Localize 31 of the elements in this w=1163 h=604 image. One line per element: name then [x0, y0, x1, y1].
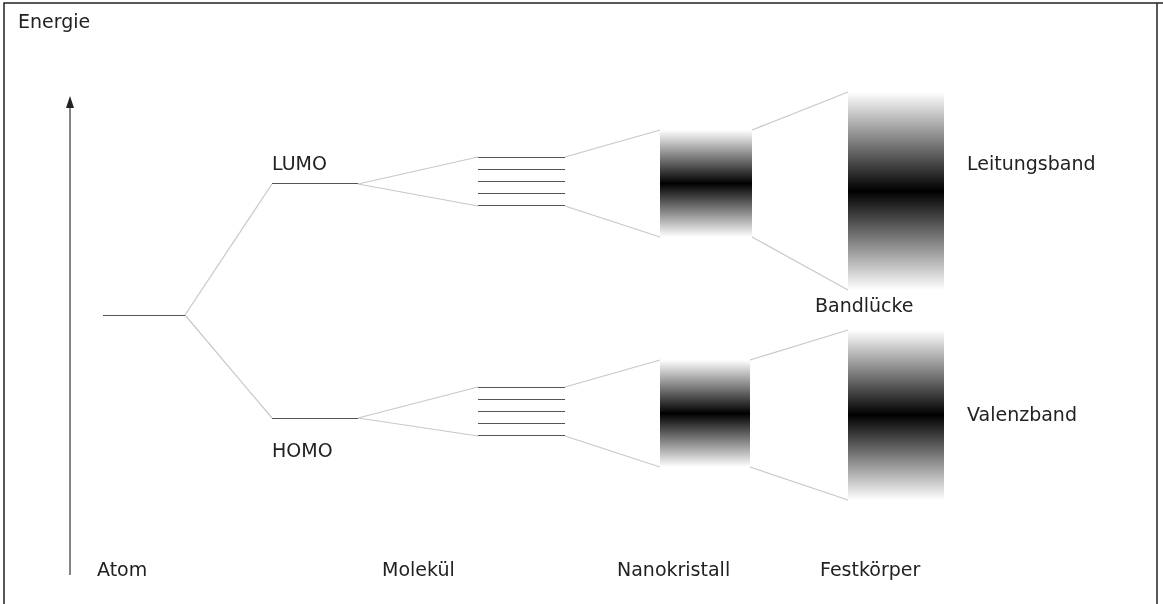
connector-line: [751, 91, 849, 131]
energy-band: [848, 330, 944, 500]
energy-band: [660, 360, 750, 467]
connector-line: [749, 329, 849, 361]
band-gap-label: Bandlücke: [815, 296, 914, 315]
connector-line: [357, 156, 479, 185]
connector-line: [184, 183, 273, 316]
connector-line: [564, 205, 661, 238]
connector-line: [357, 386, 479, 419]
column-label: Nanokristall: [617, 560, 731, 579]
connector-line: [564, 359, 661, 388]
energy-level: [272, 418, 358, 458]
energy-band: [848, 92, 944, 290]
energy-level-set: [478, 387, 565, 436]
connector-line: [357, 417, 479, 437]
axis-label: Energie: [18, 12, 91, 31]
band-label: Leitungsband: [967, 154, 1096, 173]
level-label: HOMO: [272, 441, 333, 460]
connector-line: [184, 314, 273, 419]
energy-band: [660, 130, 752, 237]
connector-line: [749, 466, 849, 501]
level-label: LUMO: [272, 154, 327, 173]
connector-line: [357, 183, 479, 207]
column-label: Atom: [97, 560, 148, 579]
column-label: Molekül: [382, 560, 455, 579]
connector-line: [564, 129, 661, 158]
connector-line: [751, 236, 849, 291]
band-label: Valenzband: [967, 405, 1077, 424]
connector-line: [564, 435, 661, 468]
energy-level-set: [478, 157, 565, 206]
column-label: Festkörper: [820, 560, 921, 579]
